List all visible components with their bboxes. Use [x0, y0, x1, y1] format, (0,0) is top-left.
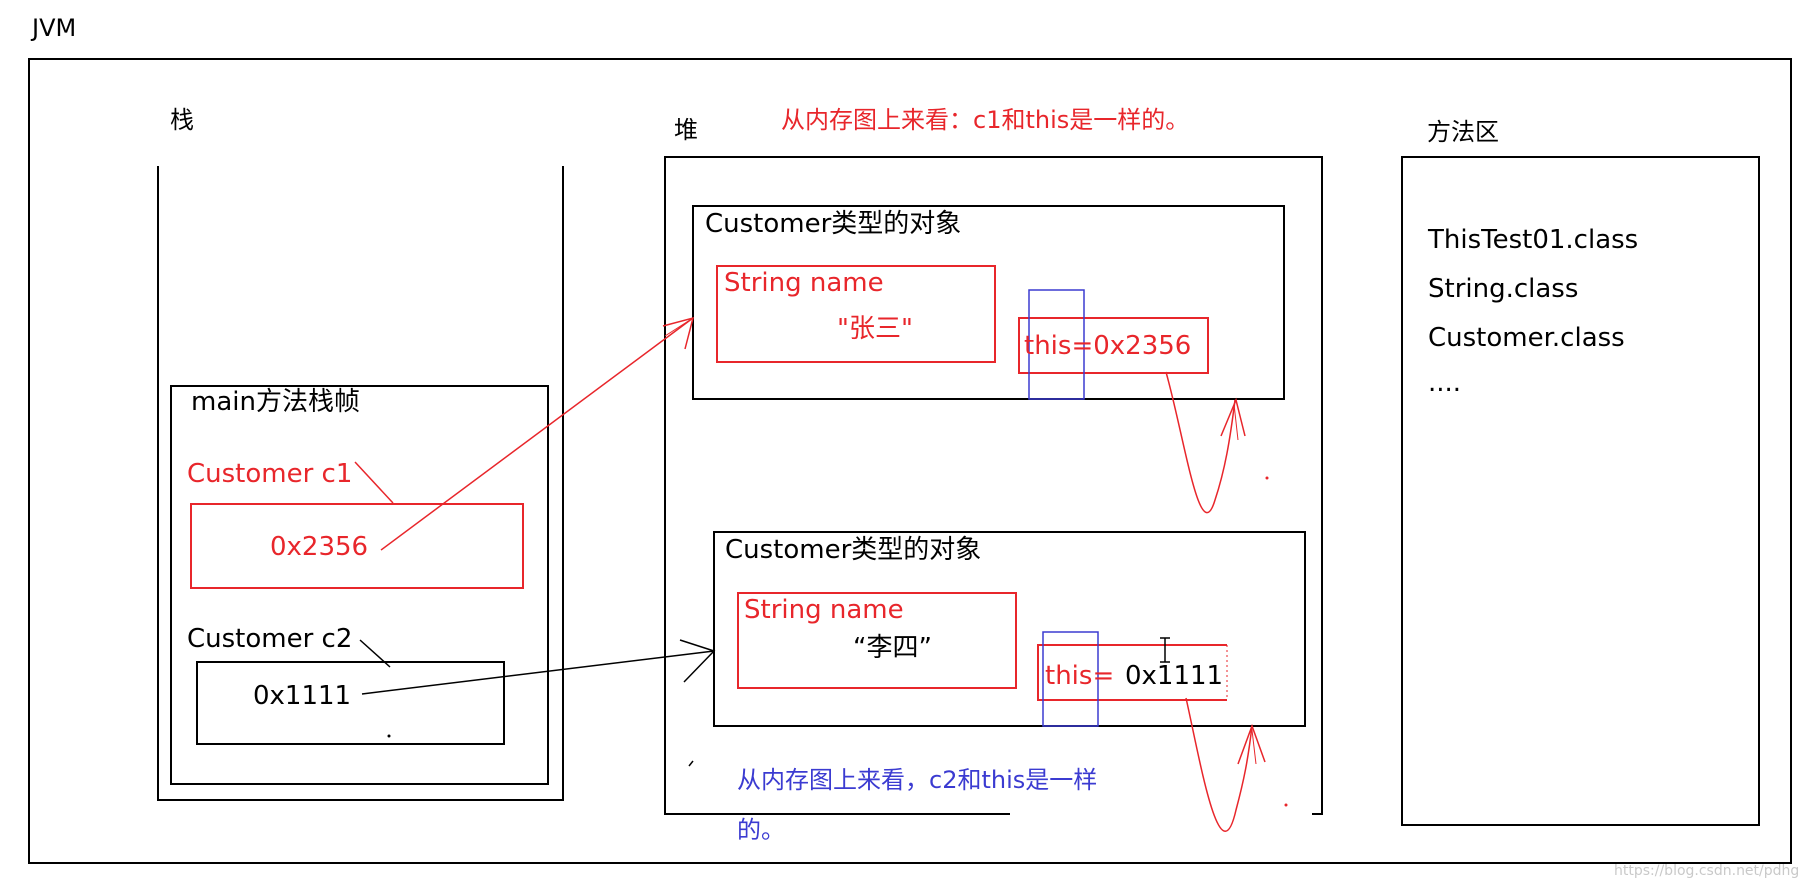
method-area-region-label: 方法区 [1427, 118, 1499, 146]
heap-note-bottom-line2: 的。 [737, 816, 785, 844]
main-frame-title: main方法栈帧 [191, 387, 360, 417]
c2-label: Customer c2 [187, 624, 353, 654]
object2-loop-arrowhead [1237, 723, 1266, 765]
c2-value-box [196, 661, 505, 745]
object1-this-box [1018, 317, 1209, 374]
c2-leader-line [359, 639, 391, 668]
c1-value-box [190, 503, 524, 589]
c2-value: 0x1111 [253, 681, 352, 711]
c1-label: Customer c1 [187, 459, 353, 489]
object2-name-box [737, 592, 1017, 689]
object2-this-loop-arrow [1185, 697, 1253, 832]
object1-this-text: this=0x2356 [1024, 331, 1192, 361]
heap-region-label: 堆 [674, 116, 698, 144]
c1-arrowhead [662, 316, 695, 350]
jvm-label: JVM [32, 14, 77, 42]
c1-leader-line [354, 461, 394, 504]
object2-this-label: this= [1045, 661, 1115, 691]
method-area-class-item: Customer.class [1428, 323, 1625, 353]
c1-reference-arrow [380, 317, 694, 551]
object1-field-label: String name [724, 268, 884, 298]
stack-region-label: 栈 [170, 106, 194, 134]
main-frame-box [170, 385, 549, 785]
method-area-class-item: ThisTest01.class [1428, 225, 1639, 255]
c2-reference-arrow [361, 650, 715, 695]
object1-title: Customer类型的对象 [705, 209, 962, 239]
object2-field-label: String name [744, 595, 904, 625]
stack-container [157, 166, 564, 801]
object2-this-value: 0x1111 [1125, 661, 1224, 691]
object2-field-value: “李四” [853, 633, 932, 663]
heap-note-top: 从内存图上来看：c1和this是一样的。 [781, 106, 1190, 134]
jvm-frame [28, 58, 1792, 864]
method-area-class-item: String.class [1428, 274, 1579, 304]
object1-name-box [716, 265, 996, 363]
method-area-class-item: .... [1428, 368, 1462, 398]
heap-note-bottom-line1: 从内存图上来看，c2和this是一样 [737, 766, 1098, 794]
heap-container [664, 156, 1323, 815]
text-cursor-icon [1160, 637, 1170, 663]
object2-this-blue-box [1042, 631, 1099, 727]
object2-this-box [1037, 644, 1227, 701]
object2-box [713, 531, 1306, 727]
watermark: https://blog.csdn.net/pdhg [1614, 863, 1800, 879]
c1-value: 0x2356 [270, 532, 369, 562]
object1-field-value: "张三" [837, 314, 913, 344]
object2-title: Customer类型的对象 [725, 535, 982, 565]
method-area-box [1401, 156, 1760, 826]
object1-this-loop-arrow [1165, 371, 1236, 514]
c2-arrowhead [679, 639, 716, 683]
object1-box [692, 205, 1285, 400]
object1-this-blue-box [1028, 289, 1085, 400]
object1-loop-arrowhead [1220, 397, 1246, 437]
